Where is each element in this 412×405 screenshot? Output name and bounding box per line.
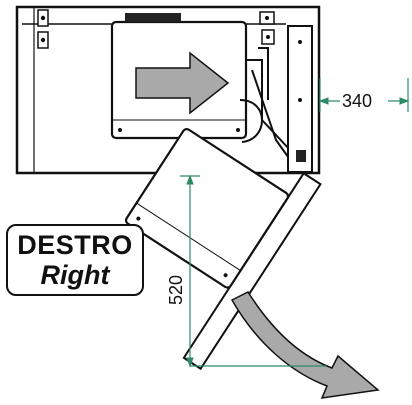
basket-open <box>124 128 322 371</box>
dimension-depth <box>180 174 326 368</box>
orientation-label-main: DESTRO <box>17 230 133 260</box>
dimension-width-label: 340 <box>342 91 372 111</box>
slide-arrow <box>135 51 230 115</box>
swing-mechanism <box>239 47 297 169</box>
side-panel <box>287 25 313 173</box>
swing-arrow <box>230 291 380 399</box>
dimension-width <box>318 78 410 112</box>
orientation-label-sub: Right <box>40 260 110 290</box>
orientation-label: DESTRO Right <box>6 224 144 296</box>
dimension-depth-label: 520 <box>166 275 186 305</box>
left-fitting <box>37 9 49 49</box>
right-fitting <box>259 11 275 45</box>
